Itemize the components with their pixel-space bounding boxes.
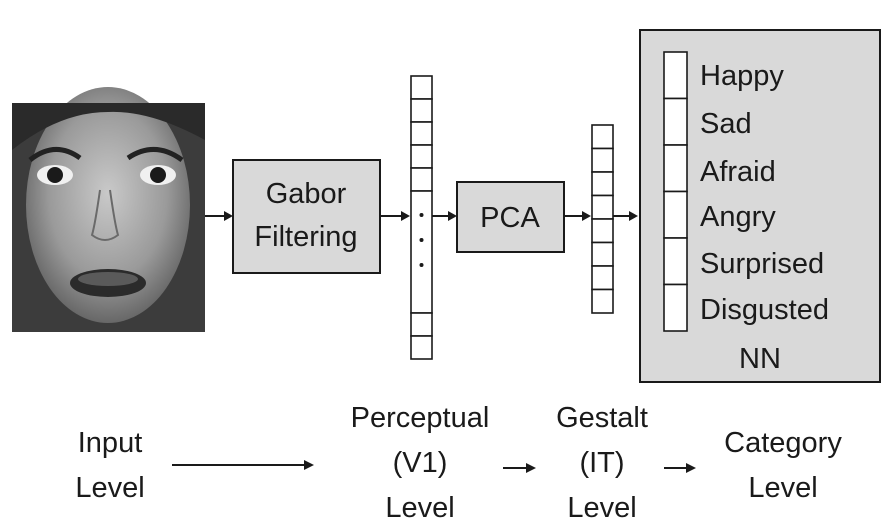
emotion-label-happy: Happy [700, 60, 784, 92]
pca-box: PCA [456, 181, 565, 253]
level-perceptual-line3: Level [385, 492, 454, 524]
level-input: Input Level [75, 427, 144, 504]
level-perceptual-line1: Perceptual [351, 402, 490, 434]
nn-output-unit [663, 283, 688, 332]
level-category: Category Level [724, 427, 842, 504]
arrow-vector-to-pca [432, 211, 457, 221]
pca-label: PCA [480, 202, 540, 234]
level-gestalt-line1: Gestalt [556, 402, 648, 434]
emotion-label-disgusted: Disgusted [700, 294, 829, 326]
level-gestalt-line2: (IT) [579, 447, 624, 479]
arrow-vector-to-nn [613, 211, 638, 221]
arrow-pca-to-vector [564, 211, 591, 221]
gestalt-feature-vector [591, 124, 614, 314]
nn-box: Happy Sad Afraid Angry Surprised Disgust… [639, 29, 881, 383]
emotion-label-angry: Angry [700, 201, 776, 233]
gabor-label-line2: Filtering [254, 221, 357, 253]
level-input-line1: Input [78, 427, 143, 459]
nn-output-unit [663, 97, 688, 146]
nn-output-unit [663, 190, 688, 239]
level-perceptual: Perceptual (V1) Level [351, 402, 490, 524]
nn-output-unit [663, 144, 688, 193]
face-image [12, 87, 205, 332]
gabor-filtering-box: Gabor Filtering [232, 159, 381, 274]
nn-label: NN [739, 343, 781, 375]
arrow-input-to-perceptual [172, 460, 314, 470]
level-input-line2: Level [75, 472, 144, 504]
emotion-label-afraid: Afraid [700, 156, 776, 188]
perceptual-feature-vector [410, 75, 433, 360]
level-category-line1: Category [724, 427, 842, 459]
arrow-gabor-to-vector [380, 211, 410, 221]
gabor-label-line1: Gabor [266, 178, 347, 210]
level-perceptual-line2: (V1) [393, 447, 448, 479]
nn-output-unit [663, 51, 688, 100]
level-gestalt-line3: Level [567, 492, 636, 524]
level-category-line2: Level [748, 472, 817, 504]
emotion-label-sad: Sad [700, 108, 752, 140]
arrow-gestalt-to-category [664, 463, 696, 473]
level-gestalt: Gestalt (IT) Level [556, 402, 648, 524]
arrow-perceptual-to-gestalt [503, 463, 536, 473]
arrow-face-to-gabor [205, 211, 233, 221]
emotion-label-surprised: Surprised [700, 248, 824, 280]
nn-output-unit [663, 237, 688, 286]
